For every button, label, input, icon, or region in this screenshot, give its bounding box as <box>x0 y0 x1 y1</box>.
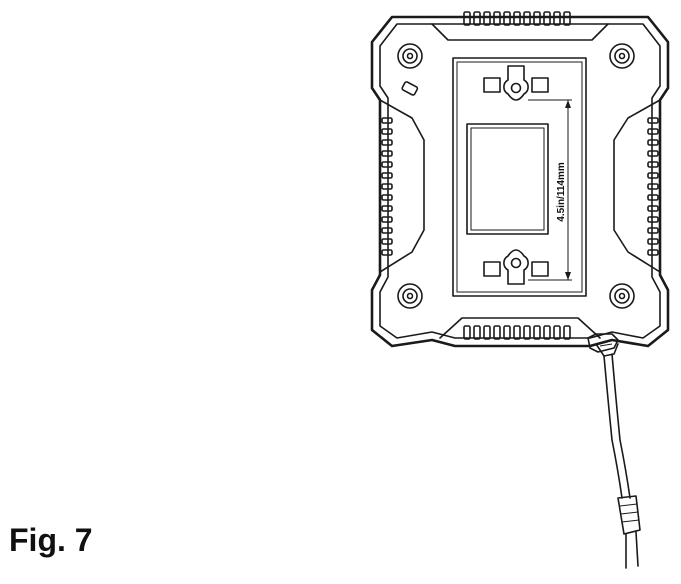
right-vent-slot <box>647 128 659 135</box>
right-vent-slot <box>647 238 659 245</box>
top-vent-slot <box>473 11 481 26</box>
right-vent-slot <box>647 249 659 256</box>
left-vent-slot <box>381 139 393 146</box>
keyhole-slot-top <box>483 65 549 101</box>
left-vent-panel <box>379 99 425 273</box>
left-vent-slot <box>381 172 393 179</box>
left-vent-slot <box>381 150 393 157</box>
top-vent-slot <box>503 11 511 26</box>
left-vent-slot <box>381 205 393 212</box>
dimension-label: 4.5in/114mm <box>556 162 567 222</box>
right-vent-panel <box>613 99 661 273</box>
label-recess-inner <box>470 127 545 231</box>
top-vent-slot <box>553 11 561 26</box>
right-vent-slot <box>647 227 659 234</box>
left-vent-slot <box>381 117 393 124</box>
left-vent-slots <box>381 117 393 256</box>
left-vent-slot <box>381 194 393 201</box>
top-vent-slot <box>493 11 501 26</box>
top-vent-slot <box>483 11 491 26</box>
right-vent-slots <box>647 117 659 256</box>
left-vent-slot <box>381 161 393 168</box>
right-vent-slot <box>647 183 659 190</box>
bottom-vent-slot <box>553 325 561 340</box>
keyhole-slot-bottom <box>483 249 549 285</box>
right-vent-slot <box>647 161 659 168</box>
bottom-vent-slot <box>563 325 571 340</box>
top-vent-slots <box>463 11 571 26</box>
bottom-vent-slot <box>523 325 531 340</box>
bottom-vent-slot <box>543 325 551 340</box>
bottom-vent-housing <box>439 317 601 339</box>
right-vent-slot <box>647 150 659 157</box>
bottom-vent-slot <box>513 325 521 340</box>
right-vent-slot <box>647 172 659 179</box>
charger-housing-inner-rim <box>379 23 661 339</box>
left-vent-slot <box>381 249 393 256</box>
power-cord-strain-relief <box>587 333 619 357</box>
top-vent-slot <box>463 11 471 26</box>
mounting-plate-inner <box>456 61 583 293</box>
power-cord <box>603 353 631 499</box>
top-vent-slot <box>513 11 521 26</box>
bottom-vent-slot <box>483 325 491 340</box>
top-vent-slot <box>563 11 571 26</box>
top-vent-slot <box>533 11 541 26</box>
top-vent-slot <box>543 11 551 26</box>
power-plug <box>617 495 641 569</box>
left-vent-slot <box>381 183 393 190</box>
bottom-vent-slots <box>463 325 571 340</box>
bottom-vent-slot <box>493 325 501 340</box>
left-vent-slot <box>381 227 393 234</box>
left-vent-slot <box>381 238 393 245</box>
screw-top-left <box>397 43 423 69</box>
right-vent-slot <box>647 205 659 212</box>
right-vent-slot <box>647 139 659 146</box>
bottom-vent-slot <box>503 325 511 340</box>
top-vent-housing <box>431 23 609 41</box>
screw-top-right <box>609 43 635 69</box>
bottom-vent-slot <box>473 325 481 340</box>
left-vent-slot <box>381 216 393 223</box>
figure-caption: Fig. 7 <box>9 522 93 558</box>
right-vent-slot <box>647 117 659 124</box>
right-vent-slot <box>647 216 659 223</box>
bottom-vent-slot <box>533 325 541 340</box>
label-recess <box>466 123 549 235</box>
bottom-vent-slot <box>463 325 471 340</box>
screw-bottom-right <box>609 283 635 309</box>
mounting-plate-outer <box>452 57 587 297</box>
top-vent-slot <box>523 11 531 26</box>
screw-bottom-left <box>397 283 423 309</box>
right-vent-slot <box>647 194 659 201</box>
dimension-line <box>528 99 572 281</box>
left-vent-slot <box>381 128 393 135</box>
indicator-window <box>401 81 419 96</box>
